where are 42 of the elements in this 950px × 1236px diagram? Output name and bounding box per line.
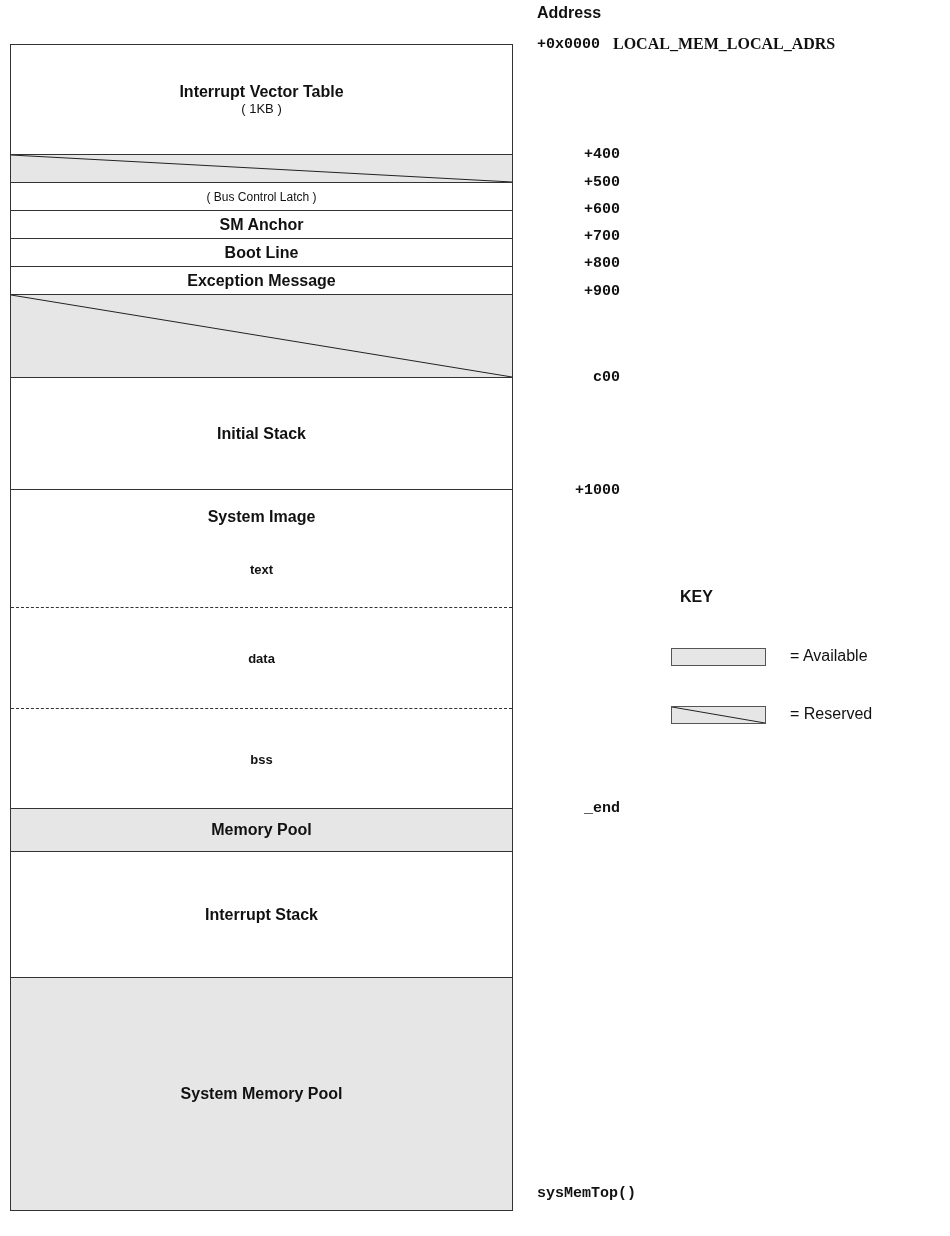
region-label: data [248, 651, 275, 666]
memory-region [10, 182, 513, 211]
memory-region [10, 44, 513, 155]
address-label: +400 [584, 146, 620, 163]
region-label: SM Anchor [219, 215, 304, 234]
memory-region [10, 977, 513, 1211]
symbol-label: _end [584, 800, 620, 817]
reserved-region [10, 294, 513, 378]
reserved-region [10, 154, 513, 183]
column-heading: Address [537, 4, 602, 22]
region-label: bss [250, 751, 273, 767]
memory-region [10, 238, 513, 267]
address-label: +700 [584, 228, 620, 245]
region-label: Boot Line [224, 243, 299, 262]
symbol-label: LOCAL_MEM_LOCAL_ADRS [613, 35, 836, 53]
memory-region [10, 266, 513, 295]
region-label: Memory Pool [211, 821, 312, 839]
region-label: Initial Stack [217, 424, 306, 443]
legend-label: = Reserved [790, 705, 873, 723]
address-label: +0x0000 [537, 36, 600, 53]
address-label: +900 [584, 283, 620, 300]
address-label: +500 [584, 174, 620, 191]
memory-region [10, 851, 513, 978]
memory-region [10, 210, 513, 239]
region-heading: System Image [207, 508, 316, 526]
region-label: System Memory Pool [180, 1085, 343, 1103]
legend-label: = Available [790, 647, 868, 665]
region-label: Interrupt Vector Table [179, 83, 344, 101]
region-label: Interrupt Stack [205, 905, 318, 924]
memory-region [10, 377, 513, 490]
memory-region [10, 808, 513, 852]
memory-region [10, 489, 513, 809]
region-label: text [249, 561, 274, 577]
address-label: c00 [593, 369, 620, 386]
key-heading: KEY [680, 588, 713, 606]
address-label: +800 [584, 255, 620, 272]
function-label: sysMemTop() [537, 1185, 637, 1202]
address-label: +600 [584, 201, 620, 218]
region-label: Exception Message [187, 271, 336, 290]
address-label: +1000 [575, 482, 620, 499]
region-label: ( Bus Control Latch ) [206, 189, 317, 204]
size-note: ( 1KB ) [241, 101, 282, 116]
